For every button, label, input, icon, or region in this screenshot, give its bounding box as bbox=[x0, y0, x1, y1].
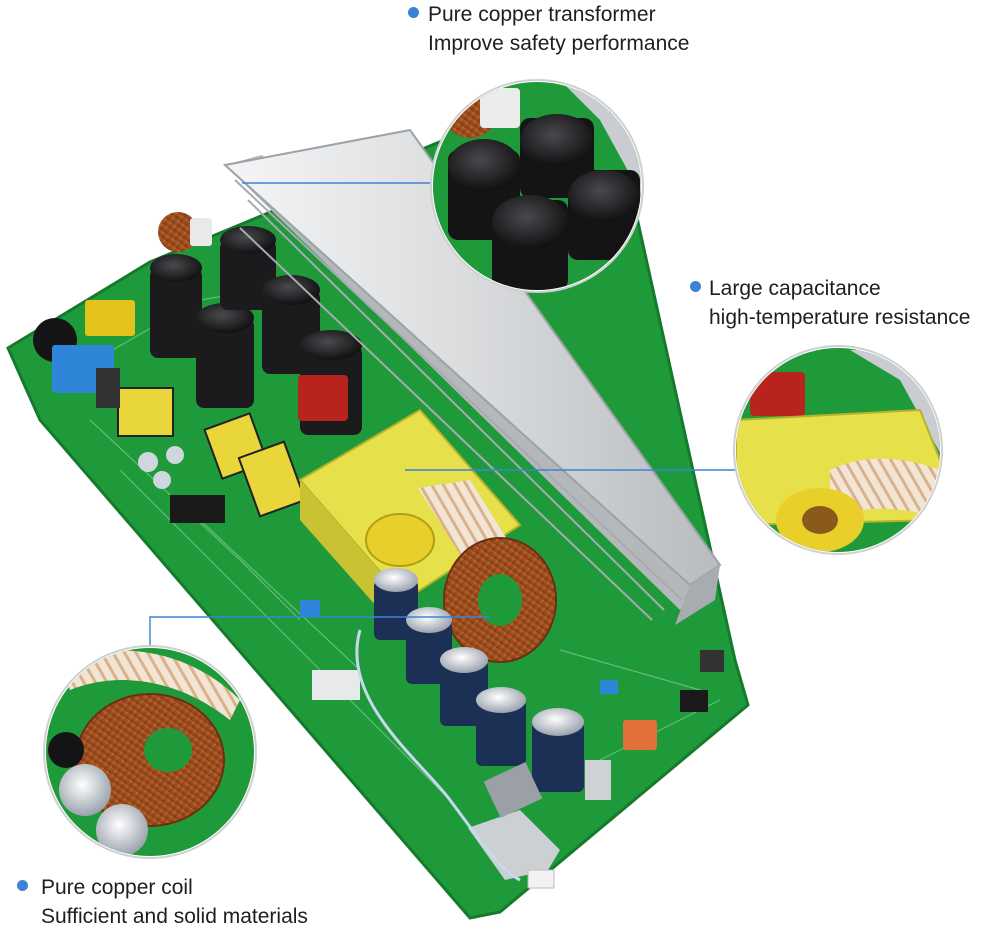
callout-transformer-line1: Pure copper transformer bbox=[428, 3, 656, 26]
copper-toroid bbox=[443, 537, 557, 663]
output-capacitors bbox=[374, 568, 584, 792]
zoom-circle-transformer bbox=[733, 345, 943, 555]
left-components bbox=[33, 300, 360, 700]
pointer-line-coil bbox=[149, 616, 490, 652]
bullet-dot bbox=[408, 7, 419, 18]
heatsink bbox=[222, 128, 722, 625]
main-capacitors bbox=[150, 212, 362, 435]
zoom-circle-coil bbox=[43, 645, 257, 859]
pointer-lines bbox=[149, 182, 738, 652]
right-components bbox=[355, 629, 724, 889]
bullet-dot bbox=[690, 281, 701, 292]
zoom-circle-capacitors bbox=[430, 79, 644, 293]
callout-capacitance-line1: Large capacitance bbox=[709, 277, 881, 300]
callout-coil-line1: Pure copper coil bbox=[41, 876, 193, 899]
callout-transformer-line2: Improve safety performance bbox=[428, 32, 690, 55]
callout-coil-line2: Sufficient and solid materials bbox=[41, 905, 308, 928]
bullet-dot bbox=[17, 880, 28, 891]
callout-capacitance-line2: high-temperature resistance bbox=[709, 306, 971, 329]
